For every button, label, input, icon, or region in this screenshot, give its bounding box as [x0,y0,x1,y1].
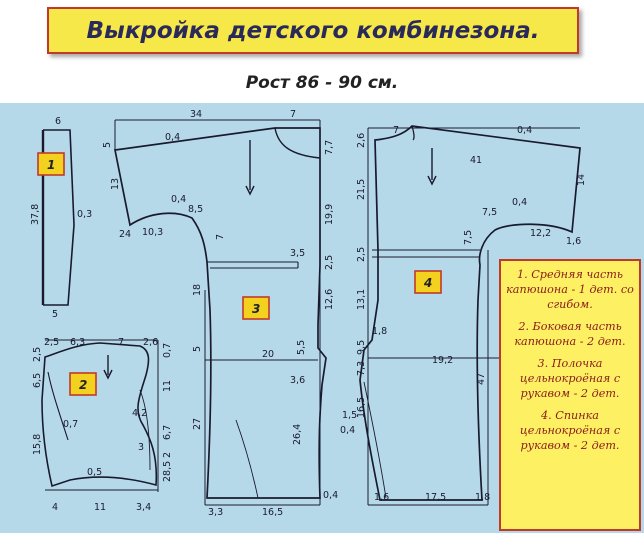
piece-label-3: 3 [252,302,260,316]
piece-4-outline [359,125,581,506]
p3-m-11: 19,9 [324,204,335,225]
piece-3-outline [113,119,327,506]
p3-m-0: 34 [190,109,202,120]
p3-m-8: 24 [119,229,131,240]
p3-m-13: 2,5 [324,255,335,270]
legend-item-3: 3. Полочка цельнокроёная с рукавом - 2 д… [519,357,621,400]
p4-m-11: 2,5 [356,247,367,262]
p2-m-12: 3 [138,442,144,453]
p3-m-19: 3,6 [290,375,305,386]
p3-m-10: 7 [215,234,226,240]
p2-m-16: 4 [52,502,58,513]
p2-m-0: 2,5 [44,337,59,348]
p4-m-9: 12,2 [530,228,551,239]
p1-m-3: 5 [52,309,58,320]
p1-m-2: 0,3 [77,209,92,220]
p4-m-6: 7,5 [482,207,497,218]
piece-label-1: 1 [47,158,55,172]
p4-m-23: 1,8 [475,492,490,503]
p2-m-18: 3,4 [136,502,151,513]
p1-m-1: 37,8 [30,204,41,225]
p2-m-2: 7 [118,337,124,348]
p2-m-7: 11 [162,380,173,392]
p4-m-16: 7,3 [356,361,367,376]
p2-m-4: 2,5 [32,347,43,362]
p3-m-2: 0,4 [165,132,180,143]
legend-item-1: 1. Средняя часть капюшона - 1 дет. со сг… [506,268,634,311]
p2-m-1: 6,3 [70,337,85,348]
label-3-box [242,296,270,320]
p3-m-9: 10,3 [142,227,163,238]
p4-m-18: 47 [476,373,487,385]
page-title: Выкройка детского комбинезона. [86,17,540,44]
p3-m-15: 12,6 [324,289,335,310]
p2-m-13: 2 [162,452,173,458]
p4-m-2: 2,6 [356,133,367,148]
p2-m-11: 6,7 [162,425,173,440]
label-4-box [414,270,442,294]
p3-m-6: 0,4 [171,194,186,205]
p3-m-21: 26,4 [292,424,303,445]
p4-m-5: 14 [576,174,587,186]
p2-m-5: 0,7 [162,343,173,358]
p4-m-15: 19,2 [432,355,453,366]
p4-m-1: 0,4 [517,125,532,136]
p4-m-13: 1,8 [372,326,387,337]
p2-m-3: 2,6 [143,337,158,348]
piece-2-outline [41,339,159,492]
p3-m-24: 0,4 [323,490,338,501]
legend-panel: 1. Средняя часть капюшона - 1 дет. со сг… [499,259,641,531]
p3-m-23: 16,5 [262,507,283,518]
p2-m-9: 4,2 [132,408,147,419]
p3-m-16: 5 [192,346,203,352]
p4-m-17: 16,5 [356,397,367,418]
p2-m-17: 11 [94,502,106,513]
p3-m-3: 5 [102,142,113,148]
p3-m-7: 8,5 [188,204,203,215]
page-subtitle: Рост 86 - 90 см. [245,73,399,93]
p2-m-8: 0,7 [63,419,78,430]
p3-m-22: 3,3 [208,507,223,518]
p3-m-5: 13 [110,178,121,190]
p4-m-19: 1,5 [342,410,357,421]
legend-item-4: 4. Спинка цельнокроёная с рукавом - 2 де… [519,409,621,452]
p4-m-8: 7,5 [463,230,474,245]
p4-m-20: 0,4 [340,425,355,436]
p4-m-7: 0,4 [512,197,527,208]
p4-m-12: 13,1 [356,289,367,310]
p4-m-4: 21,5 [356,179,367,200]
p1-m-0: 6 [55,116,61,127]
piece-label-4: 4 [423,276,432,290]
p3-m-1: 7 [290,109,296,120]
piece-label-2: 2 [79,378,87,392]
p2-m-10: 15,8 [32,434,43,455]
p4-m-14: 9,5 [356,340,367,355]
p3-m-17: 20 [262,349,274,360]
p2-m-14: 0,5 [87,467,102,478]
p3-m-4: 7,7 [324,140,335,155]
legend-item-2: 2. Боковая часть капюшона - 2 дет. [514,320,626,348]
label-1-box [37,152,65,176]
label-2-box [69,372,97,396]
p2-m-6: 6,5 [32,373,43,388]
p4-m-3: 41 [470,155,482,166]
p3-m-12: 3,5 [290,248,305,259]
p3-m-14: 18 [192,284,203,296]
p4-m-22: 17,5 [425,492,446,503]
p4-m-21: 1,6 [374,492,389,503]
p4-m-10: 1,6 [566,236,581,247]
p3-m-18: 5,5 [296,340,307,355]
p2-m-15: 28,5 [162,461,173,482]
title-banner: Выкройка детского комбинезона. [47,7,579,54]
p3-m-20: 27 [192,418,203,430]
p4-m-0: 7 [393,125,399,136]
